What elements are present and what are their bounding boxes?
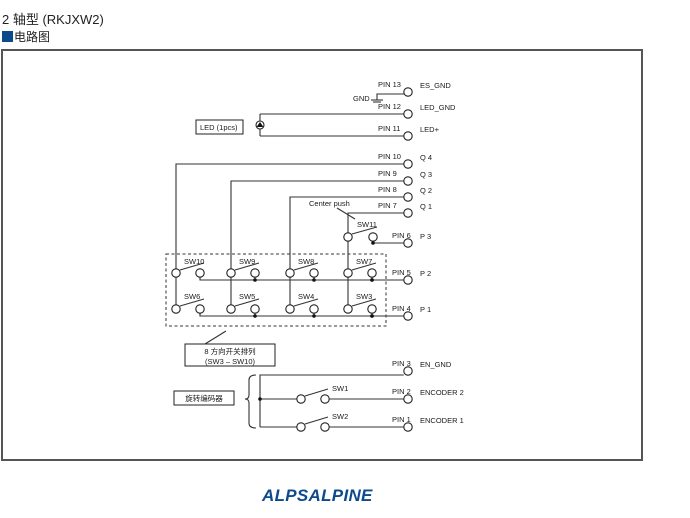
- switch-terminal: [196, 305, 204, 313]
- signal-label: P 2: [420, 269, 431, 278]
- signal-label: ENCODER 1: [420, 416, 464, 425]
- switch-terminal: [368, 305, 376, 313]
- pin-label: PIN 3: [392, 359, 411, 368]
- center-push-label: Center push: [309, 199, 350, 208]
- switch-label: SW5: [239, 292, 255, 301]
- sw11-terminal: [344, 233, 352, 241]
- signal-label: LED+: [420, 125, 440, 134]
- switch-terminal: [172, 305, 180, 313]
- junction-dot: [312, 314, 316, 318]
- pin-terminal: [404, 312, 412, 320]
- labels: PIN 13 ES_GND PIN 12 LED_GND PIN 11 LED+ PIN 1…: [174, 80, 464, 425]
- encoder-box-label: 旋转编码器: [185, 393, 223, 403]
- pin-label: PIN 2: [392, 387, 411, 396]
- eight-dir-label-1: 8 方向开关排列: [204, 346, 255, 356]
- p3-wire: [373, 241, 404, 243]
- pin-terminal: [404, 367, 412, 375]
- pin-label: PIN 13: [378, 80, 401, 89]
- junction-dot: [312, 278, 316, 282]
- pin-label: PIN 9: [378, 169, 397, 178]
- signal-label: Q 3: [420, 170, 432, 179]
- junction-dot: [370, 314, 374, 318]
- switch-label: SW8: [298, 257, 314, 266]
- switch-terminal: [310, 269, 318, 277]
- pin-terminal: [404, 132, 412, 140]
- brace-icon: [245, 375, 256, 428]
- switch-terminal: [286, 305, 294, 313]
- terminals: [172, 88, 412, 431]
- signal-label: Q 1: [420, 202, 432, 211]
- switch-terminal: [310, 305, 318, 313]
- sw1-terminal: [297, 395, 305, 403]
- switch-terminal: [227, 305, 235, 313]
- pin-label: PIN 7: [378, 201, 397, 210]
- junction-dot: [253, 278, 257, 282]
- switch-label: SW4: [298, 292, 314, 301]
- q3-wire: [231, 181, 404, 269]
- led-box-label: LED (1pcs): [200, 123, 238, 132]
- signal-label: Q 2: [420, 186, 432, 195]
- pin-label: PIN 8: [378, 185, 397, 194]
- eight-dir-pointer: [205, 331, 226, 344]
- signal-label: ES_GND: [420, 81, 451, 90]
- signal-label: ENCODER 2: [420, 388, 464, 397]
- pin-terminal: [404, 177, 412, 185]
- signal-label: P 3: [420, 232, 431, 241]
- es-gnd-wire: [377, 94, 404, 100]
- junction-dot: [371, 241, 375, 245]
- pin-label: PIN 11: [378, 124, 400, 133]
- sw11-label: SW11: [357, 220, 377, 229]
- sw2-terminal: [297, 423, 305, 431]
- junction-dot: [370, 278, 374, 282]
- pin-label: PIN 1: [392, 415, 411, 424]
- signal-label: EN_GND: [420, 360, 452, 369]
- switch-terminal: [227, 269, 235, 277]
- switch-terminal: [196, 269, 204, 277]
- switch-terminal: [172, 269, 180, 277]
- eight-dir-label-2: (SW3 – SW10): [205, 357, 256, 366]
- pin-label: PIN 6: [392, 231, 411, 240]
- switch-label: SW9: [239, 257, 255, 266]
- pin-label: PIN 10: [378, 152, 401, 161]
- gnd-label: GND: [353, 94, 370, 103]
- pin-terminal: [404, 395, 412, 403]
- pin-terminal: [404, 160, 412, 168]
- switch-terminal: [251, 305, 259, 313]
- switch-terminal: [344, 269, 352, 277]
- sw2-label: SW2: [332, 412, 348, 421]
- junction-dot: [253, 314, 257, 318]
- signal-label: Q 4: [420, 153, 432, 162]
- pin-label: PIN 5: [392, 268, 411, 277]
- pin-label: PIN 12: [378, 102, 401, 111]
- sw1-label: SW1: [332, 384, 348, 393]
- pin-label: PIN 4: [392, 304, 411, 313]
- switch-terminal: [251, 269, 259, 277]
- signal-label: P 1: [420, 305, 431, 314]
- brand-logo: ALPSALPINE: [262, 486, 373, 506]
- pin-terminal: [404, 423, 412, 431]
- sw1-terminal: [321, 395, 329, 403]
- switch-terminal: [368, 269, 376, 277]
- sw2-terminal: [321, 423, 329, 431]
- switch-terminal: [286, 269, 294, 277]
- switch-terminal: [344, 305, 352, 313]
- switch-label: SW10: [184, 257, 204, 266]
- pin-terminal: [404, 209, 412, 217]
- pin-terminal: [404, 110, 412, 118]
- pin-terminal: [404, 239, 412, 247]
- switch-label: SW7: [356, 257, 372, 266]
- pin-terminal: [404, 276, 412, 284]
- pin-terminal: [404, 193, 412, 201]
- pin-terminal: [404, 88, 412, 96]
- sw11-terminal: [369, 233, 377, 241]
- junction-dot: [258, 397, 262, 401]
- switch-label: SW6: [184, 292, 200, 301]
- switch-label: SW3: [356, 292, 372, 301]
- signal-label: LED_GND: [420, 103, 456, 112]
